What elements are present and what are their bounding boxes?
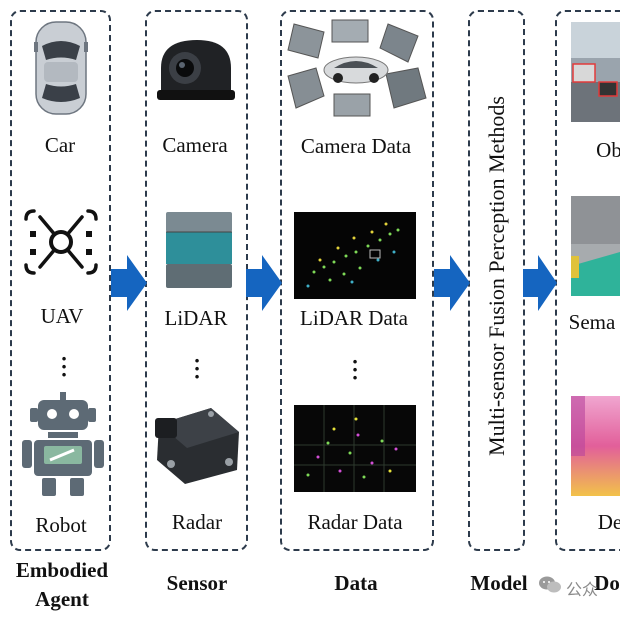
downstream-column <box>555 10 620 551</box>
radar-data-image <box>294 405 416 492</box>
caption-data: Data <box>334 571 378 595</box>
arrow-agent-to-sensor <box>111 255 147 311</box>
caption-embodied-agent-line2: Agent <box>35 587 89 611</box>
agent-label-robot: Robot <box>35 513 87 537</box>
object-detection-image <box>571 22 620 122</box>
data-label-camera: Camera Data <box>300 134 412 158</box>
sensor-label-camera: Camera <box>162 133 228 157</box>
agent-label-car: Car <box>44 133 76 157</box>
caption-embodied-agent: Embodied Agent <box>16 556 108 614</box>
agent-column <box>10 10 111 551</box>
robot-icon <box>22 392 104 496</box>
watermark-text: 公众 <box>566 580 599 599</box>
camera-image <box>157 40 235 100</box>
camera-data-image <box>287 19 427 117</box>
sensor-label-radar: Radar <box>171 510 223 534</box>
caption-downstream: Do <box>594 571 620 595</box>
arrow-data-to-model <box>434 255 470 311</box>
downstream-label-object: Ob <box>596 138 620 162</box>
caption-embodied-agent-line1: Embodied <box>15 558 109 582</box>
model-vertical-title: Multi-sensor Fusion Perception Methods <box>484 96 509 456</box>
sensor-ellipsis: ··· <box>193 348 201 389</box>
agent-ellipsis: ··· <box>60 346 68 387</box>
caption-model: Model <box>470 571 528 595</box>
data-label-lidar: LiDAR Data <box>300 306 408 330</box>
arrow-sensor-to-data <box>246 255 282 311</box>
semantic-segmentation-image <box>571 196 620 296</box>
downstream-label-depth: De <box>597 510 620 534</box>
uav-icon <box>24 209 98 275</box>
depth-estimation-image <box>571 396 620 496</box>
data-column <box>280 10 434 551</box>
arrow-model-to-downstream <box>523 255 557 311</box>
wechat-icon <box>539 576 561 593</box>
lidar-data-image <box>294 212 416 299</box>
data-label-radar: Radar Data <box>307 510 403 534</box>
lidar-image <box>166 212 232 288</box>
caption-sensor: Sensor <box>166 571 228 595</box>
downstream-label-semantic: Sema <box>568 310 616 334</box>
sensor-label-lidar: LiDAR <box>164 306 228 330</box>
radar-image <box>155 408 239 484</box>
agent-label-uav: UAV <box>40 304 84 328</box>
car-image <box>34 21 88 115</box>
data-ellipsis: ··· <box>351 349 359 390</box>
